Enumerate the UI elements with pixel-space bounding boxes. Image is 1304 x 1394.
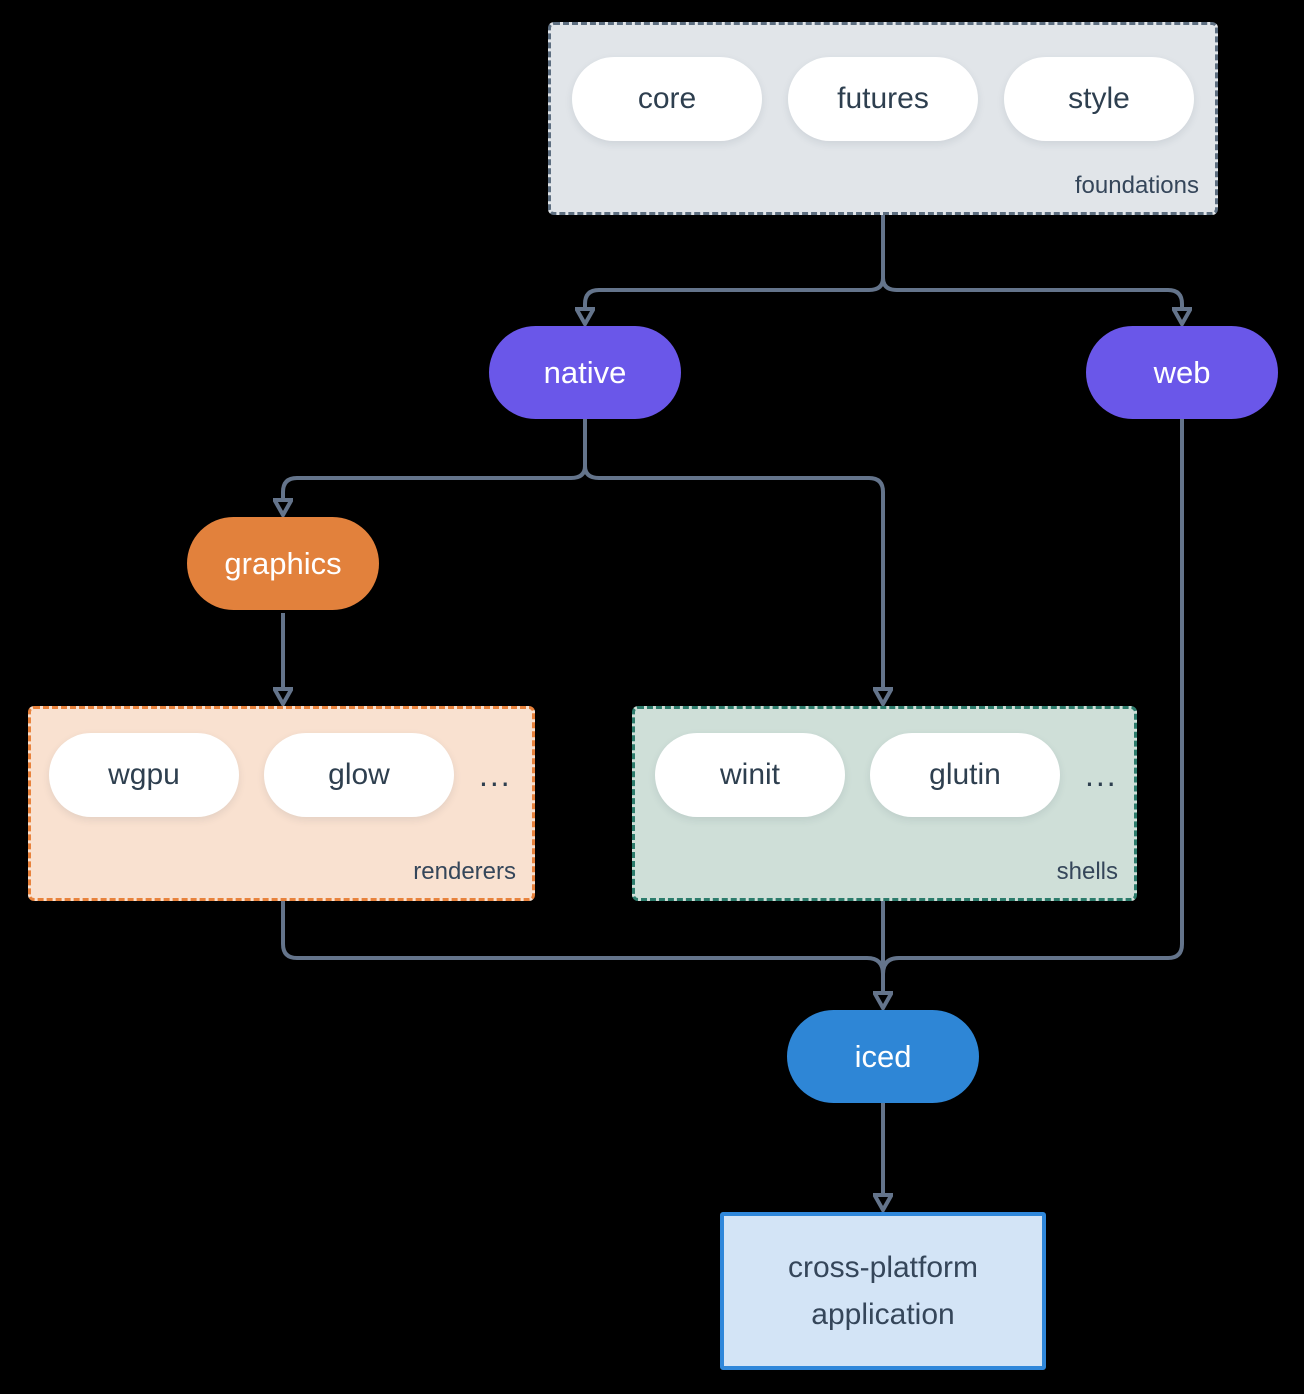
application-label-line1: cross-platform bbox=[787, 1251, 979, 1284]
pill-style: style bbox=[1004, 57, 1194, 141]
pill-wgpu: wgpu bbox=[49, 733, 239, 817]
node-iced: iced bbox=[787, 1010, 979, 1103]
node-cross-platform-application: cross-platform application bbox=[720, 1212, 1046, 1370]
edge-foundations-web bbox=[881, 250, 1182, 309]
edge-foundations-native bbox=[585, 215, 885, 309]
node-graphics: graphics bbox=[187, 517, 379, 610]
pill-winit: winit bbox=[655, 733, 845, 817]
group-label-renderers: renderers bbox=[413, 858, 516, 885]
application-label-line2: application bbox=[811, 1298, 955, 1331]
edge-renderers-merge bbox=[281, 901, 885, 975]
node-web: web bbox=[1086, 326, 1278, 419]
group-foundations: core futures style foundations bbox=[548, 22, 1218, 215]
group-label-foundations: foundations bbox=[1074, 172, 1199, 199]
pill-glutin: glutin bbox=[870, 733, 1060, 817]
shells-ellipsis: ... bbox=[1085, 756, 1118, 793]
edge-native-shells bbox=[583, 450, 883, 689]
edge-native-graphics bbox=[283, 419, 587, 500]
group-label-shells: shells bbox=[1056, 858, 1118, 885]
renderers-ellipsis: ... bbox=[479, 756, 512, 793]
pill-futures: futures bbox=[788, 57, 978, 141]
node-native: native bbox=[489, 326, 681, 419]
pill-glow: glow bbox=[264, 733, 454, 817]
pill-core: core bbox=[572, 57, 762, 141]
group-shells: winit glutin ... shells bbox=[632, 706, 1137, 901]
group-renderers: wgpu glow ... renderers bbox=[28, 706, 535, 901]
